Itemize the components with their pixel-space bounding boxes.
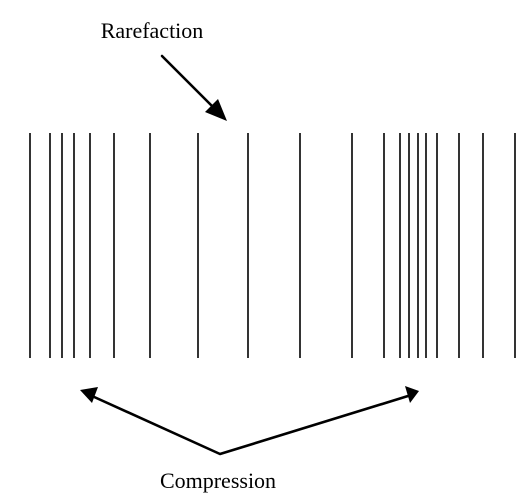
compression-arrow-right-head bbox=[405, 386, 419, 403]
rarefaction-label: Rarefaction bbox=[101, 18, 204, 43]
compression-arrows bbox=[80, 386, 419, 456]
compression-arrow-left-head bbox=[80, 387, 98, 403]
rarefaction-arrow bbox=[160, 54, 227, 121]
wave-lines-group bbox=[29, 133, 516, 358]
compression-label: Compression bbox=[160, 468, 276, 493]
